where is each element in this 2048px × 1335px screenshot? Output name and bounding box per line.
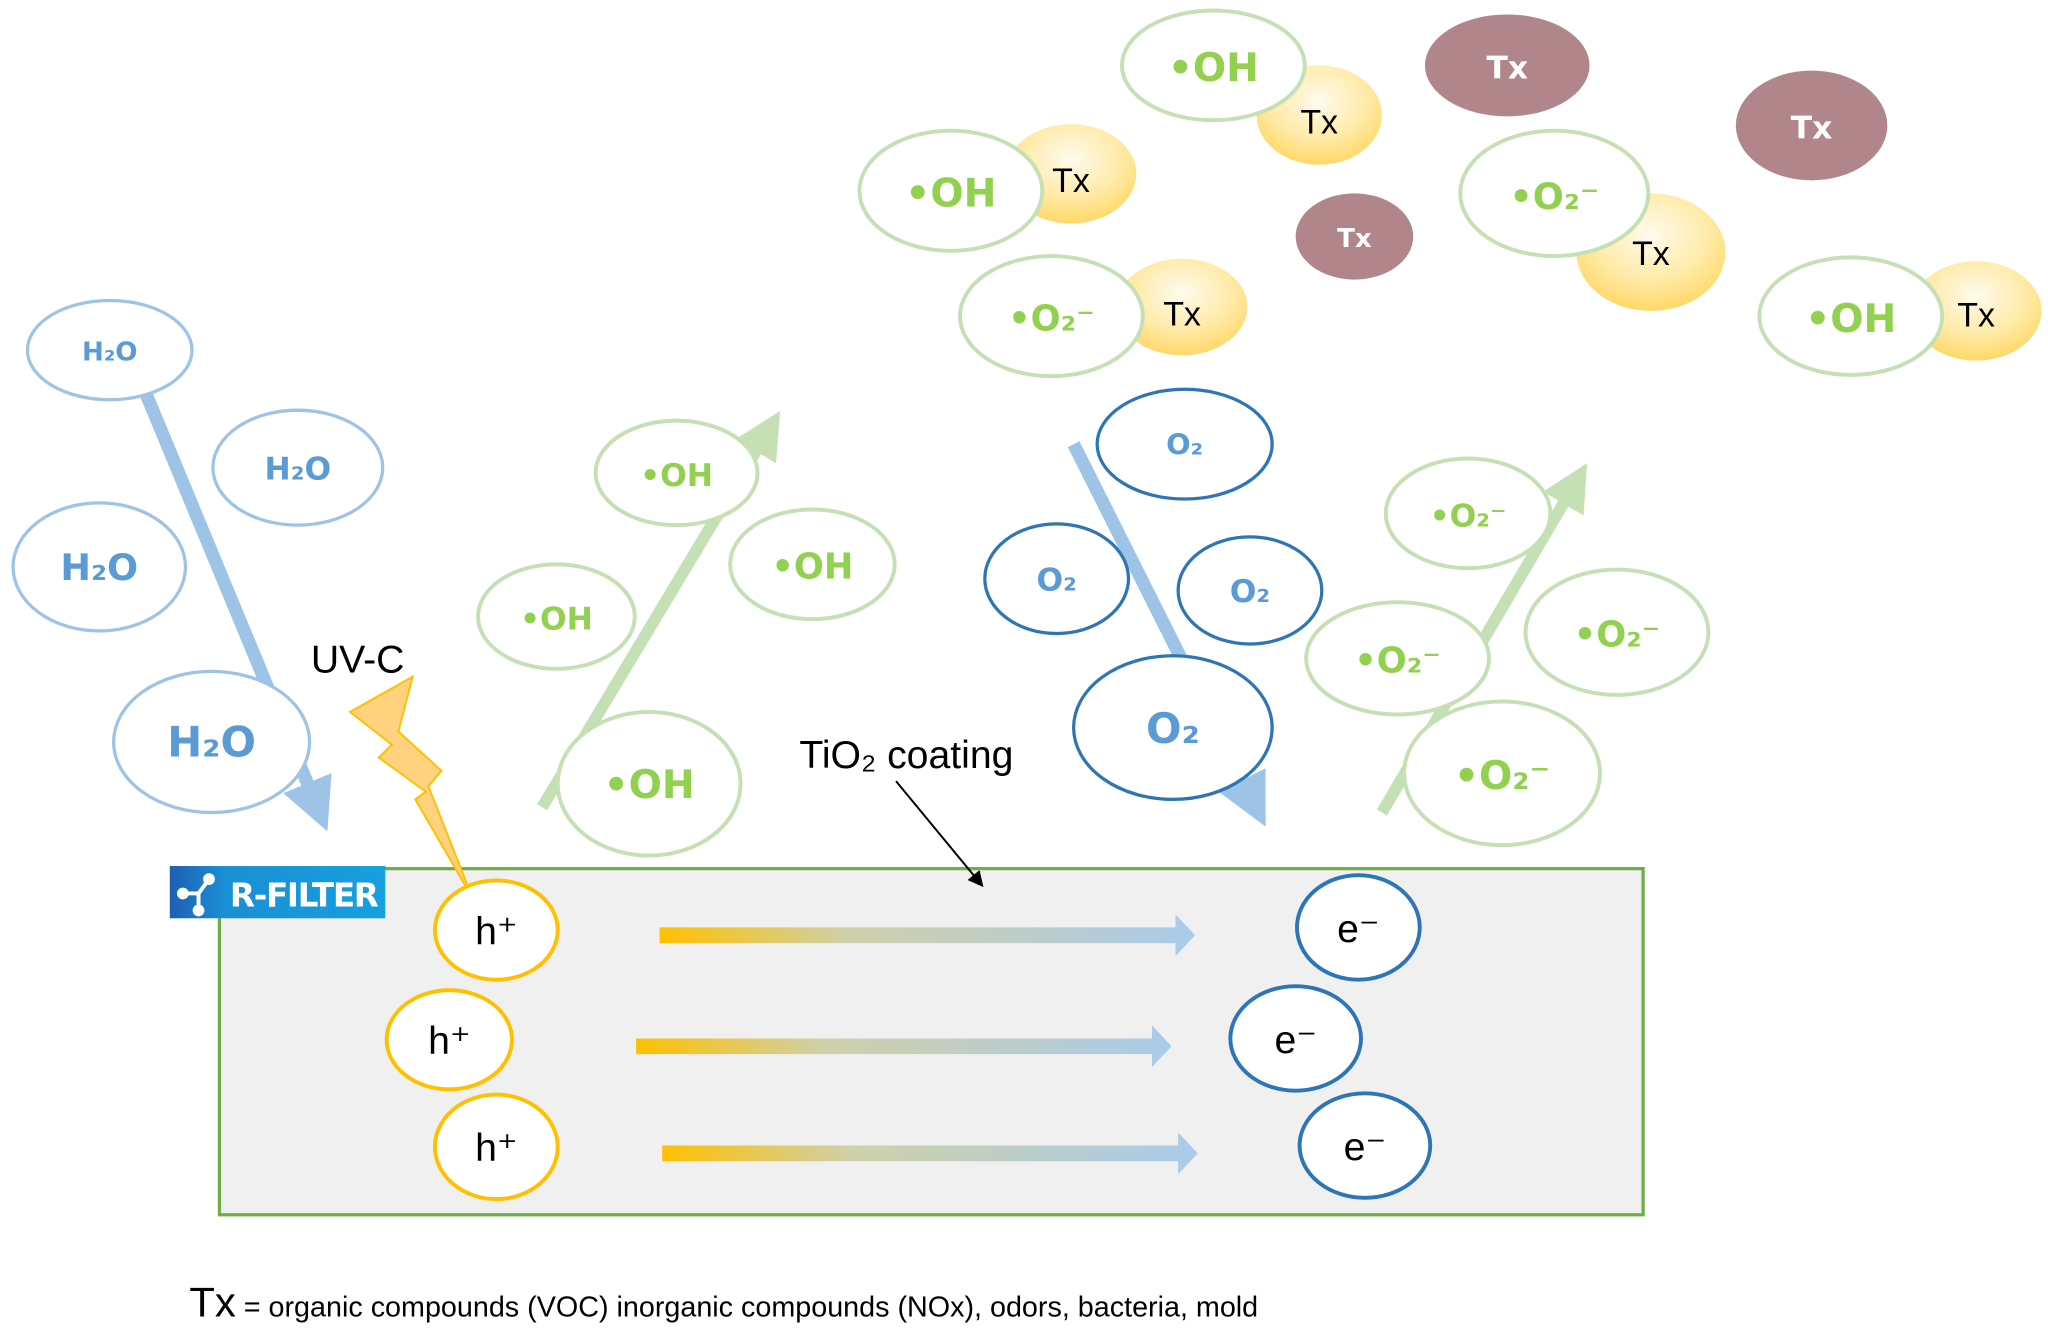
hydroxyl-radicals: •OH •OH •OH •OH — [476, 418, 897, 858]
svg-text:e⁻: e⁻ — [1337, 908, 1379, 951]
svg-text:H₂O: H₂O — [167, 717, 256, 766]
svg-text:h⁺: h⁺ — [428, 1020, 470, 1063]
legend-symbol: Tx — [189, 1279, 236, 1326]
hydroxyl-radical: •OH — [476, 562, 637, 671]
electron-e-minus: e⁻ — [1297, 1091, 1433, 1200]
electron-e-minus: e⁻ — [1295, 873, 1422, 982]
radical-pollutant-pairs: •OH Tx •OH Tx •O₂⁻ Tx •O₂⁻ Tx •OH Tx — [857, 8, 2042, 379]
svg-text:•OH: •OH — [640, 458, 713, 494]
svg-text:•OH: •OH — [771, 547, 853, 588]
radical-pollutant-pair: •OH Tx — [1120, 8, 1382, 165]
svg-text:•O₂⁻: •O₂⁻ — [1430, 498, 1507, 534]
water-molecule: H₂O — [25, 298, 194, 402]
svg-text:H₂O: H₂O — [82, 338, 137, 368]
svg-text:Tx: Tx — [1486, 50, 1528, 86]
radical-pollutant-pair: •OH Tx — [1757, 255, 2042, 377]
water-molecule: H₂O — [11, 501, 188, 633]
water-molecule: H₂O — [111, 669, 312, 815]
radical-pollutant-pair: •OH Tx — [857, 124, 1137, 253]
oxygen-molecule: O₂ — [1071, 654, 1274, 802]
water-molecule: H₂O — [211, 408, 385, 527]
holes: h⁺ h⁺ h⁺ — [384, 878, 560, 1202]
coating-pointer-arrow — [895, 780, 984, 888]
svg-text:•O₂⁻: •O₂⁻ — [1454, 754, 1550, 799]
svg-text:•OH: •OH — [1168, 46, 1259, 91]
svg-text:H₂O: H₂O — [265, 451, 332, 487]
svg-text:e⁻: e⁻ — [1344, 1126, 1386, 1169]
superoxide-radical: •O₂⁻ — [1304, 600, 1491, 717]
svg-text:•OH: •OH — [905, 171, 996, 216]
svg-text:Tx: Tx — [1957, 297, 1995, 335]
svg-text:h⁺: h⁺ — [475, 910, 517, 953]
molecule-icon — [176, 873, 215, 917]
charge-arrow — [636, 1025, 1172, 1068]
svg-text:•O₂⁻: •O₂⁻ — [1008, 299, 1095, 340]
water-molecules: H₂O H₂O H₂O H₂O — [11, 298, 385, 815]
r-filter-logo: R-FILTER — [169, 866, 386, 919]
svg-text:Tx: Tx — [1791, 111, 1833, 147]
hole-h-plus: h⁺ — [432, 878, 560, 982]
charge-arrow — [662, 1132, 1198, 1175]
pollutant-tx: Tx — [1295, 193, 1414, 280]
oxygen-molecule: O₂ — [983, 522, 1131, 636]
svg-text:O₂: O₂ — [1230, 574, 1270, 610]
svg-text:O₂: O₂ — [1146, 704, 1200, 753]
uv-c-label: UV-C — [311, 639, 405, 682]
svg-text:•O₂⁻: •O₂⁻ — [1509, 175, 1599, 218]
oxygen-molecules: O₂ O₂ O₂ O₂ — [983, 387, 1324, 802]
radical-pollutant-pair: •O₂⁻ Tx — [958, 254, 1248, 379]
superoxide-radical: •O₂⁻ — [1383, 456, 1553, 571]
hole-h-plus: h⁺ — [432, 1092, 560, 1202]
legend: Tx = organic compounds (VOC) inorganic c… — [189, 1279, 1258, 1326]
superoxide-radical: •O₂⁻ — [1523, 567, 1711, 697]
hydroxyl-radical: •OH — [555, 709, 743, 858]
svg-text:•O₂⁻: •O₂⁻ — [1574, 615, 1661, 656]
superoxide-radical: •O₂⁻ — [1402, 699, 1602, 848]
hydroxyl-radical: •OH — [728, 507, 897, 622]
oxygen-molecule: O₂ — [1176, 535, 1324, 646]
svg-text:•OH: •OH — [520, 602, 593, 638]
pollutant-tx: Tx — [1424, 14, 1590, 117]
svg-text:O₂: O₂ — [1036, 562, 1076, 598]
svg-text:•OH: •OH — [1805, 297, 1896, 342]
lightning-bolt-icon — [348, 674, 474, 900]
svg-text:Tx: Tx — [1632, 235, 1670, 273]
pollutant-tx: Tx — [1735, 70, 1888, 181]
svg-text:Tx: Tx — [1052, 162, 1090, 200]
svg-text:Tx: Tx — [1337, 224, 1372, 254]
pollutants-untreated: Tx Tx Tx — [1295, 14, 1888, 280]
charge-arrow — [659, 914, 1196, 957]
svg-text:Tx: Tx — [1163, 295, 1201, 333]
electrons: e⁻ e⁻ e⁻ — [1228, 873, 1433, 1200]
hydroxyl-radical: •OH — [593, 418, 760, 528]
oxygen-molecule: O₂ — [1095, 387, 1274, 501]
svg-text:h⁺: h⁺ — [475, 1127, 517, 1170]
superoxide-radicals: •O₂⁻ •O₂⁻ •O₂⁻ •O₂⁻ — [1304, 456, 1711, 848]
electron-e-minus: e⁻ — [1228, 984, 1363, 1093]
charge-transfer-arrows — [636, 914, 1198, 1175]
hole-h-plus: h⁺ — [384, 988, 514, 1092]
svg-text:•OH: •OH — [604, 763, 695, 808]
svg-text:H₂O: H₂O — [60, 546, 138, 589]
svg-text:•O₂⁻: •O₂⁻ — [1354, 641, 1441, 682]
tio2-coating-label: TiO₂ coating — [799, 734, 1013, 777]
radical-pollutant-pair: •O₂⁻ Tx — [1458, 128, 1726, 311]
svg-text:O₂: O₂ — [1166, 428, 1203, 462]
svg-text:Tx: Tx — [1300, 103, 1338, 141]
logo-text: R-FILTER — [230, 877, 379, 915]
legend-definition: = organic compounds (VOC) inorganic comp… — [236, 1292, 1258, 1324]
svg-text:e⁻: e⁻ — [1274, 1019, 1316, 1062]
